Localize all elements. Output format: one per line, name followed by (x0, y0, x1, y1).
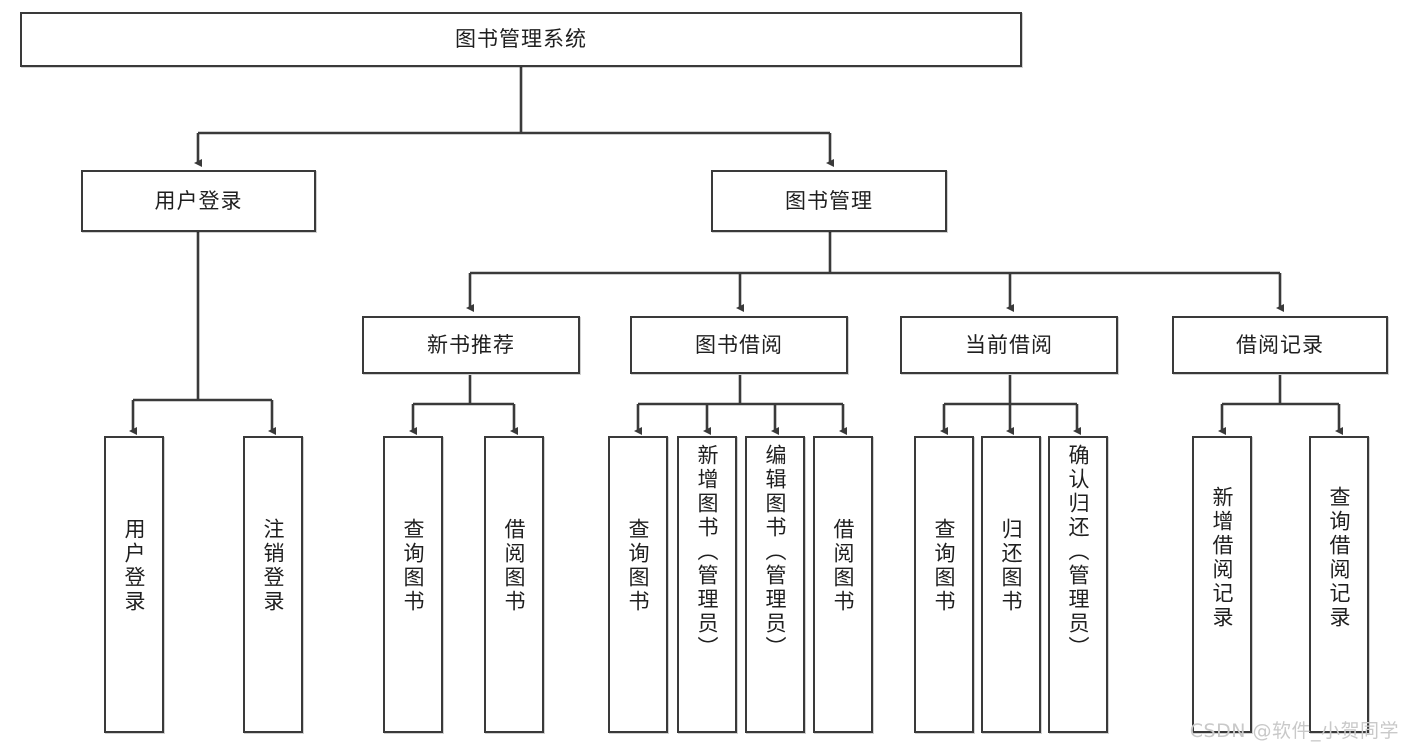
node-label: 查询图书 (401, 518, 426, 614)
node-label: 归还图书 (999, 518, 1024, 614)
node-label: 借阅图书 (831, 518, 856, 614)
node-user-login[interactable]: 用户登录 (81, 170, 316, 232)
leaf-borrow-edit-book-admin[interactable]: 编辑图书（管理员） (745, 436, 805, 733)
leaf-current-confirm-return-admin[interactable]: 确认归还（管理员） (1048, 436, 1108, 733)
leaf-current-query-book[interactable]: 查询图书 (914, 436, 974, 733)
leaf-record-add-record[interactable]: 新增借阅记录 (1192, 436, 1252, 733)
node-label: 新增图书（管理员） (695, 444, 720, 660)
leaf-user-login-signin[interactable]: 用户登录 (104, 436, 164, 733)
node-current-borrow[interactable]: 当前借阅 (900, 316, 1118, 374)
watermark-text: CSDN @软件_小贺同学 (1189, 720, 1399, 742)
node-label: 新增借阅记录 (1210, 486, 1235, 630)
node-label: 查询图书 (932, 518, 957, 614)
node-label: 当前借阅 (965, 332, 1053, 357)
node-label: 借阅记录 (1236, 332, 1324, 357)
leaf-recommend-query-book[interactable]: 查询图书 (383, 436, 443, 733)
node-label: 确认归还（管理员） (1066, 444, 1091, 660)
leaf-current-return-book[interactable]: 归还图书 (981, 436, 1041, 733)
node-label: 图书管理系统 (455, 27, 587, 52)
leaf-borrow-query-book[interactable]: 查询图书 (608, 436, 668, 733)
node-label: 图书借阅 (695, 332, 783, 357)
node-label: 用户登录 (154, 188, 243, 213)
node-label: 查询图书 (626, 518, 651, 614)
leaf-record-query-record[interactable]: 查询借阅记录 (1309, 436, 1369, 733)
node-label: 查询借阅记录 (1327, 486, 1352, 630)
node-root-system[interactable]: 图书管理系统 (20, 12, 1022, 67)
leaf-borrow-borrow-book[interactable]: 借阅图书 (813, 436, 873, 733)
node-label: 借阅图书 (502, 518, 527, 614)
node-new-book-recommend[interactable]: 新书推荐 (362, 316, 580, 374)
node-label: 图书管理 (785, 188, 873, 213)
node-book-management[interactable]: 图书管理 (711, 170, 947, 232)
node-label: 新书推荐 (427, 332, 515, 357)
leaf-borrow-add-book-admin[interactable]: 新增图书（管理员） (677, 436, 737, 733)
node-label: 编辑图书（管理员） (763, 444, 788, 660)
node-borrow-record[interactable]: 借阅记录 (1172, 316, 1388, 374)
leaf-recommend-borrow-book[interactable]: 借阅图书 (484, 436, 544, 733)
node-label: 注销登录 (261, 518, 286, 614)
node-book-borrow[interactable]: 图书借阅 (630, 316, 848, 374)
node-label: 用户登录 (122, 518, 147, 614)
leaf-user-login-signout[interactable]: 注销登录 (243, 436, 303, 733)
